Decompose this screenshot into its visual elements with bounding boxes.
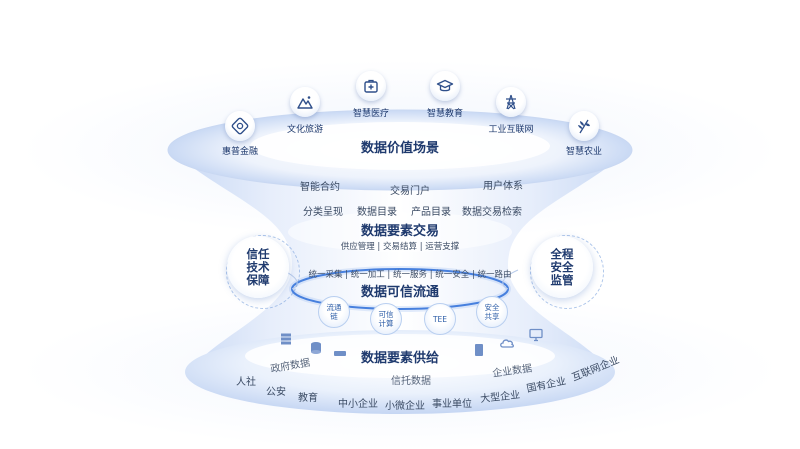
scenario-label-finance: 惠普金融 bbox=[221, 147, 259, 157]
flow-node-tee: TEE bbox=[424, 303, 456, 335]
medical-kit-icon bbox=[364, 79, 378, 93]
trade-item: 数据目录 bbox=[357, 207, 397, 218]
flow-node-text: 计算 bbox=[378, 319, 394, 328]
supply-layer-title: 数据要素供给 bbox=[360, 351, 440, 366]
trade-item: 交易门户 bbox=[390, 186, 430, 197]
trade-layer-sub: 供应管理 | 交易结算 | 运营支撑 bbox=[340, 242, 460, 252]
trust-tech-badge: 信任 技术 保障 bbox=[227, 236, 289, 298]
server-icon bbox=[281, 333, 291, 345]
badge-text: 保障 bbox=[246, 272, 270, 287]
scenario-agriculture bbox=[569, 111, 599, 141]
cloud-icon bbox=[500, 339, 514, 348]
graduation-cap-icon bbox=[436, 79, 454, 92]
scenario-label-education: 智慧教育 bbox=[426, 109, 464, 119]
trust-item: 中小企业 bbox=[338, 399, 378, 410]
scenario-label-tourism: 文化旅游 bbox=[286, 125, 324, 135]
left-badge-ring bbox=[226, 235, 300, 309]
badge-text: 安全 bbox=[550, 259, 574, 274]
trust-item: 小微企业 bbox=[385, 401, 425, 412]
wheat-icon bbox=[578, 119, 590, 134]
trade-layer-title: 数据要素交易 bbox=[360, 224, 440, 239]
full-supervision-badge: 全程 安全 监管 bbox=[531, 236, 593, 298]
gov-item: 公安 bbox=[266, 387, 286, 398]
trade-item: 数据交易检索 bbox=[462, 207, 522, 218]
badge-text: 信任 bbox=[246, 246, 270, 261]
flow-node-text: 流通 bbox=[326, 303, 342, 312]
flow-node-chain: 流通 链 bbox=[318, 296, 350, 328]
scenario-label-industrial: 工业互联网 bbox=[488, 125, 534, 135]
flow-node-text: 共享 bbox=[484, 312, 500, 321]
scenario-label-agriculture: 智慧农业 bbox=[565, 147, 603, 157]
storage-icon bbox=[475, 344, 483, 356]
flow-node-trusted-compute: 可信 计算 bbox=[370, 303, 402, 335]
trade-item: 智能合约 bbox=[300, 182, 340, 193]
badge-text: 技术 bbox=[246, 259, 270, 274]
gov-item: 人社 bbox=[236, 377, 256, 388]
scenario-education bbox=[430, 71, 460, 101]
database-icon bbox=[311, 342, 321, 354]
scenario-tourism bbox=[290, 87, 320, 117]
flow-node-text: TEE bbox=[432, 314, 448, 324]
flow-unify-text: 统一采集 | 统一加工 | 统一服务 | 统一安全 | 统一路由 bbox=[308, 270, 512, 280]
trade-item: 用户体系 bbox=[483, 181, 523, 192]
flow-layer-title: 数据可信流通 bbox=[360, 285, 440, 300]
trust-item: 事业单位 bbox=[432, 399, 472, 410]
transmission-tower-icon bbox=[506, 94, 516, 110]
trust-data-title: 信托数据 bbox=[391, 376, 431, 387]
badge-text: 全程 bbox=[550, 246, 574, 261]
flow-node-text: 可信 bbox=[378, 310, 394, 319]
finance-icon bbox=[231, 117, 249, 135]
badge-text: 监管 bbox=[550, 272, 574, 287]
mountain-icon bbox=[297, 96, 313, 109]
flow-node-secure-share: 安全 共享 bbox=[476, 296, 508, 328]
scenario-layer-title: 数据价值场景 bbox=[360, 141, 440, 156]
trade-item: 分类呈现 bbox=[303, 207, 343, 218]
flow-node-text: 安全 bbox=[484, 303, 500, 312]
router-icon bbox=[334, 351, 346, 356]
monitor-icon bbox=[529, 328, 543, 342]
flow-node-text: 链 bbox=[330, 312, 338, 321]
scenario-finance bbox=[225, 111, 255, 141]
scenario-industrial bbox=[496, 87, 526, 117]
scenario-medical bbox=[356, 71, 386, 101]
trade-item: 产品目录 bbox=[411, 207, 451, 218]
gov-item: 教育 bbox=[298, 393, 318, 404]
scenario-label-medical: 智慧医疗 bbox=[352, 109, 390, 119]
right-badge-ring bbox=[530, 235, 604, 309]
